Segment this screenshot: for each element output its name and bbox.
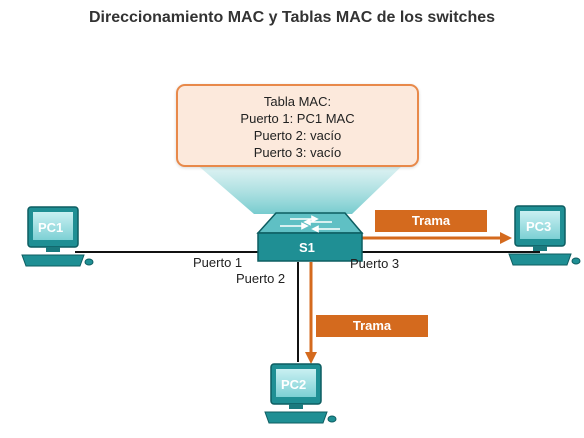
port2-label: Puerto 2 [236,271,286,286]
frame-arrow-to-pc2 [305,262,317,364]
pc3-icon [508,205,581,266]
port3-label: Puerto 3 [350,256,400,271]
frame-tag-to-pc3: Trama [375,210,487,232]
port1-label: Puerto 1 [193,255,243,270]
frame-arrow-to-pc3 [362,232,512,244]
mac-table-box: Tabla MAC: Puerto 1: PC1 MAC Puerto 2: v… [176,84,419,167]
frame-tag-to-pc2: Trama [316,315,428,337]
pc2-label: PC2 [281,377,307,392]
switch-s1-label: S1 [299,240,315,255]
pc2-icon [264,363,337,424]
pc1-label: PC1 [38,220,64,235]
mac-table-row-port2: Puerto 2: vacío [253,128,342,143]
pc1-icon [21,206,94,267]
switch-s1-icon [256,212,364,262]
mac-table-row-port3: Puerto 3: vacío [253,145,342,160]
mac-table-heading: Tabla MAC: [263,94,332,109]
pc3-label: PC3 [526,219,552,234]
mac-table-row-port1: Puerto 1: PC1 MAC [240,111,355,126]
diagram-title: Direccionamiento MAC y Tablas MAC de los… [88,9,496,26]
mac-table-beam [195,163,405,214]
